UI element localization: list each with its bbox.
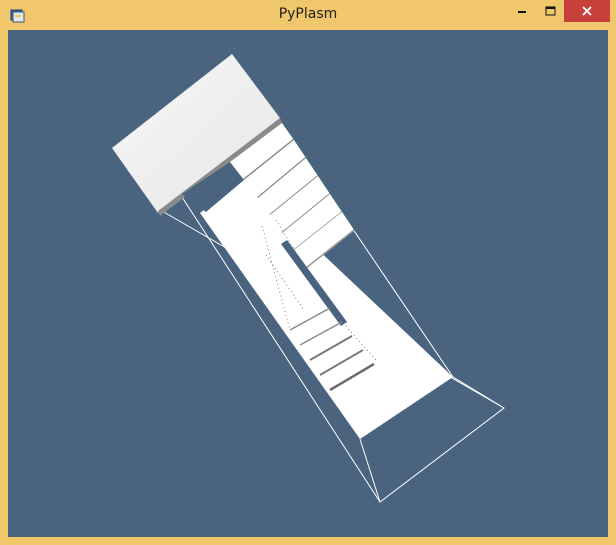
staircase-model [112,54,505,503]
pyplasm-app-icon[interactable] [10,7,26,23]
minimize-icon [518,11,526,13]
window-title: PyPlasm [278,6,338,22]
3d-viewport[interactable] [8,30,608,537]
maximize-button[interactable] [536,0,564,22]
lower-stair-steps [289,307,375,392]
stairwell-gap [281,240,347,326]
landing-gap [182,162,244,212]
upper-stair-steps [230,123,355,269]
title-bar[interactable]: PyPlasm [0,0,616,30]
close-button[interactable] [564,0,610,22]
minimize-button[interactable] [508,0,536,22]
top-landing [112,54,280,213]
close-icon [582,6,592,16]
maximize-icon [545,6,555,16]
